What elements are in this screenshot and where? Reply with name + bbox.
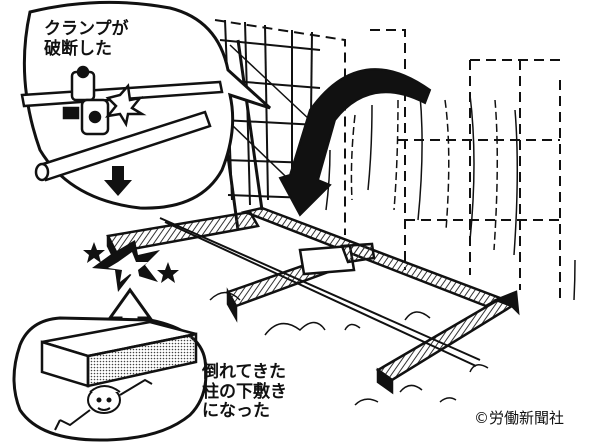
ground-marks	[209, 291, 489, 406]
scaffold-pipe	[159, 217, 481, 367]
motion-lines	[325, 94, 576, 301]
down-arrow-icon	[104, 166, 132, 196]
callout-bubble-top	[20, 0, 272, 210]
callout-bottom-line1: 倒れてきた	[202, 362, 286, 382]
callout-top-line1: クランプが	[44, 19, 129, 39]
callout-bottom-line3: になった	[202, 401, 270, 422]
callout-top-text: クランプが 破断した	[44, 19, 129, 59]
broken-clamp-icon	[62, 65, 147, 136]
curved-arrow-icon	[278, 68, 432, 217]
callout-top-line2: 破断した	[44, 38, 112, 59]
callout-bottom-line2: 柱の下敷き	[202, 381, 287, 402]
trapped-worker	[54, 378, 153, 431]
copyright: ©労働新聞社	[474, 409, 565, 427]
impact-burst	[92, 240, 160, 292]
callout-bubble-bottom	[12, 316, 208, 442]
callout-bottom-text: 倒れてきた 柱の下敷き になった	[202, 362, 287, 422]
